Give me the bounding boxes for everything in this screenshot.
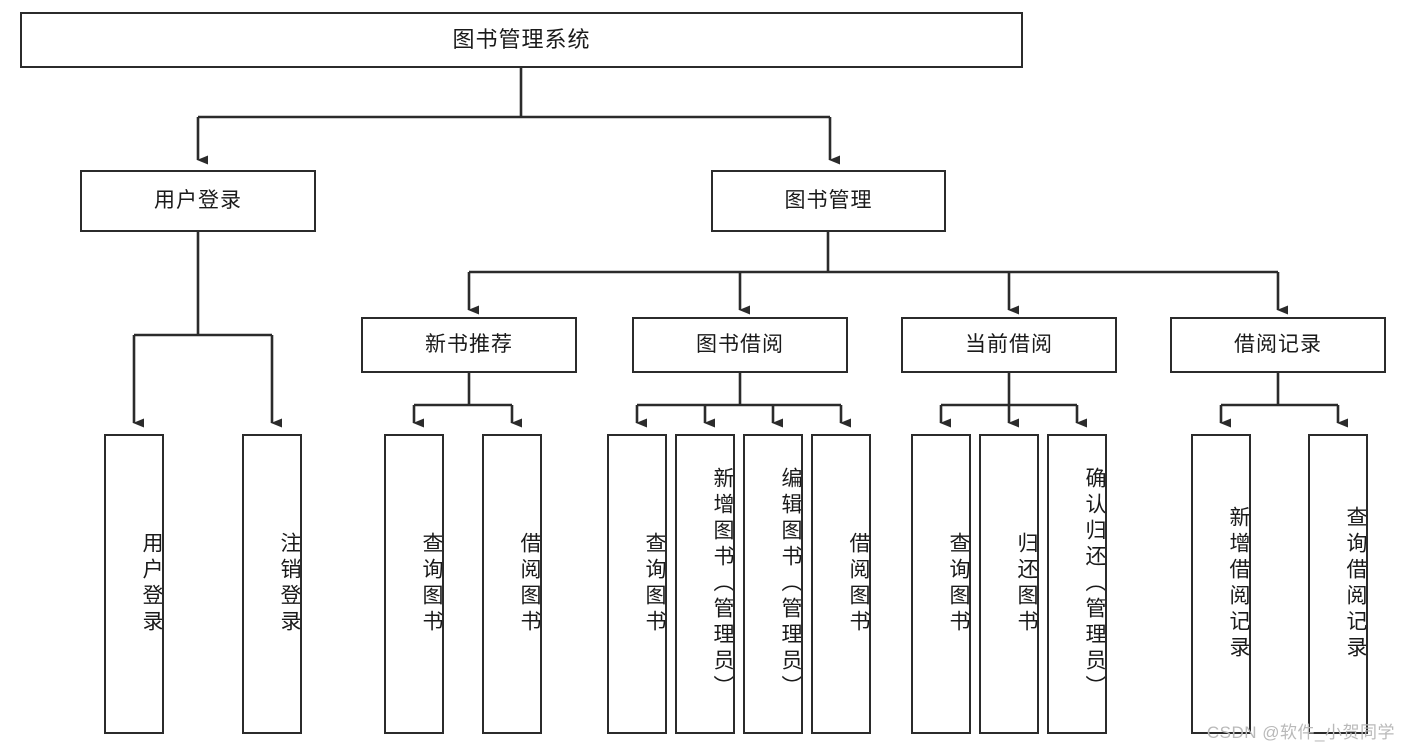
leaf-edit-book-admin[interactable]: 编辑图书（管理员） (743, 434, 803, 734)
leaf-add-borrow-record[interactable]: 新增借阅记录 (1191, 434, 1251, 734)
leaf-query-books-recommendation[interactable]: 查询图书 (384, 434, 444, 734)
leaf-confirm-return-admin[interactable]: 确认归还（管理员） (1047, 434, 1107, 734)
node-label: 归还图书 (1015, 532, 1038, 636)
node-root-book-management-system[interactable]: 图书管理系统 (20, 12, 1023, 68)
node-label: 借阅图书 (847, 532, 870, 636)
node-new-book-recommendation[interactable]: 新书推荐 (361, 317, 577, 373)
node-book-management[interactable]: 图书管理 (711, 170, 946, 232)
leaf-logout[interactable]: 注销登录 (242, 434, 302, 734)
node-label: 图书管理 (784, 189, 873, 213)
node-label: 查询借阅记录 (1344, 506, 1367, 662)
node-label: 新增借阅记录 (1227, 506, 1250, 662)
node-user-login[interactable]: 用户登录 (80, 170, 316, 232)
node-label: 查询图书 (420, 532, 443, 636)
node-label: 图书管理系统 (452, 26, 591, 52)
leaf-add-book-admin[interactable]: 新增图书（管理员） (675, 434, 735, 734)
leaf-query-books-borrowing[interactable]: 查询图书 (607, 434, 667, 734)
node-label: 借阅记录 (1234, 333, 1322, 357)
node-label: 新增图书（管理员） (711, 467, 734, 701)
node-label: 新书推荐 (425, 333, 513, 357)
node-label: 确认归还（管理员） (1083, 467, 1106, 701)
node-book-borrowing[interactable]: 图书借阅 (632, 317, 848, 373)
node-label: 查询图书 (643, 532, 666, 636)
node-label: 当前借阅 (965, 333, 1053, 357)
node-label: 查询图书 (947, 532, 970, 636)
node-label: 图书借阅 (696, 333, 784, 357)
csdn-watermark: CSDN @软件_小贺同学 (1206, 723, 1395, 742)
leaf-query-borrow-record[interactable]: 查询借阅记录 (1308, 434, 1368, 734)
node-borrowing-records[interactable]: 借阅记录 (1170, 317, 1386, 373)
leaf-query-books-current[interactable]: 查询图书 (911, 434, 971, 734)
leaf-return-books[interactable]: 归还图书 (979, 434, 1039, 734)
node-label: 借阅图书 (518, 532, 541, 636)
node-label: 用户登录 (140, 532, 163, 636)
node-label: 用户登录 (154, 189, 242, 213)
node-current-borrowing[interactable]: 当前借阅 (901, 317, 1117, 373)
node-label: 编辑图书（管理员） (779, 467, 802, 701)
leaf-borrow-books-recommendation[interactable]: 借阅图书 (482, 434, 542, 734)
leaf-borrow-books[interactable]: 借阅图书 (811, 434, 871, 734)
leaf-user-login[interactable]: 用户登录 (104, 434, 164, 734)
node-label: 注销登录 (278, 532, 301, 636)
